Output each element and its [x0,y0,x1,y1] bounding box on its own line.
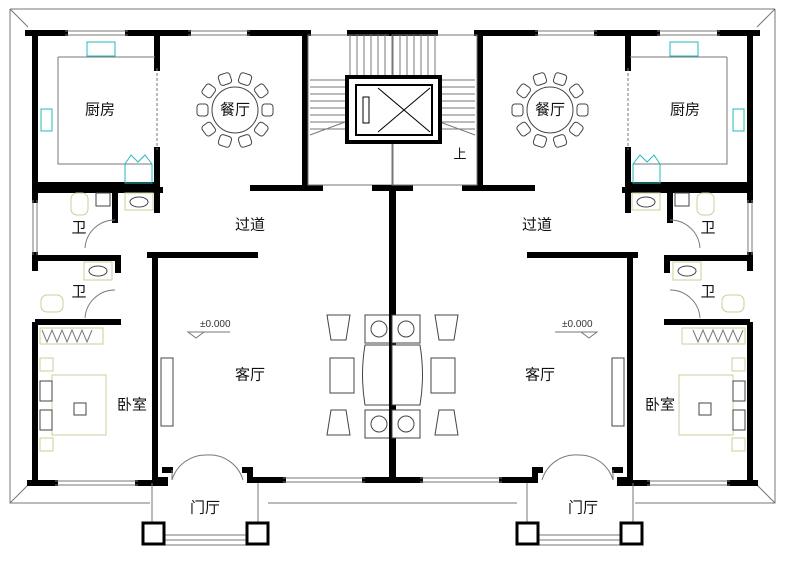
room-label-corridor-left: 过道 [235,216,265,234]
room-label-dining-right: 餐厅 [535,101,565,119]
room-label-bath1-right: 卫 [700,219,715,237]
room-label-corridor-right: 过道 [522,216,552,234]
level-mark-left: ±0.000 [200,319,231,330]
stair-up-label: 上 [453,148,466,163]
dining-chair [552,72,568,86]
dining-chair [261,103,274,117]
dining-chair [552,134,568,148]
dining-chair [569,83,584,99]
room-label-foyer-left: 门厅 [190,499,220,517]
room-label-bath1-left: 卫 [71,219,86,237]
dining-chairs [196,72,589,148]
room-label-living-left: 客厅 [235,366,265,384]
dining-chair [516,121,531,137]
dining-chair [516,83,531,99]
room-label-kitchen-right: 厨房 [670,101,700,119]
dining-chair [532,134,548,148]
level-mark-right: ±0.000 [562,319,593,330]
dining-chair [201,83,216,99]
dining-chair [237,72,253,86]
dining-chair [569,121,584,137]
dining-chair [217,72,233,86]
room-label-bath2-left: 卫 [71,283,86,301]
room-label-kitchen-left: 厨房 [85,101,115,119]
dining-chair [511,103,524,117]
dining-chair [196,103,209,117]
dining-chair [576,103,589,117]
room-label-living-right: 客厅 [525,366,555,384]
dining-chair [532,72,548,86]
dining-chair [237,134,253,148]
dining-chair [217,134,233,148]
dining-chair [201,121,216,137]
dining-chair [254,121,269,137]
room-label-bath2-right: 卫 [700,283,715,301]
room-label-bedroom-right: 卧室 [645,396,675,414]
elevator [345,75,442,144]
room-label-foyer-right: 门厅 [568,499,598,517]
room-label-dining-left: 餐厅 [220,101,250,119]
room-label-bedroom-left: 卧室 [117,396,147,414]
dining-chair [254,83,269,99]
